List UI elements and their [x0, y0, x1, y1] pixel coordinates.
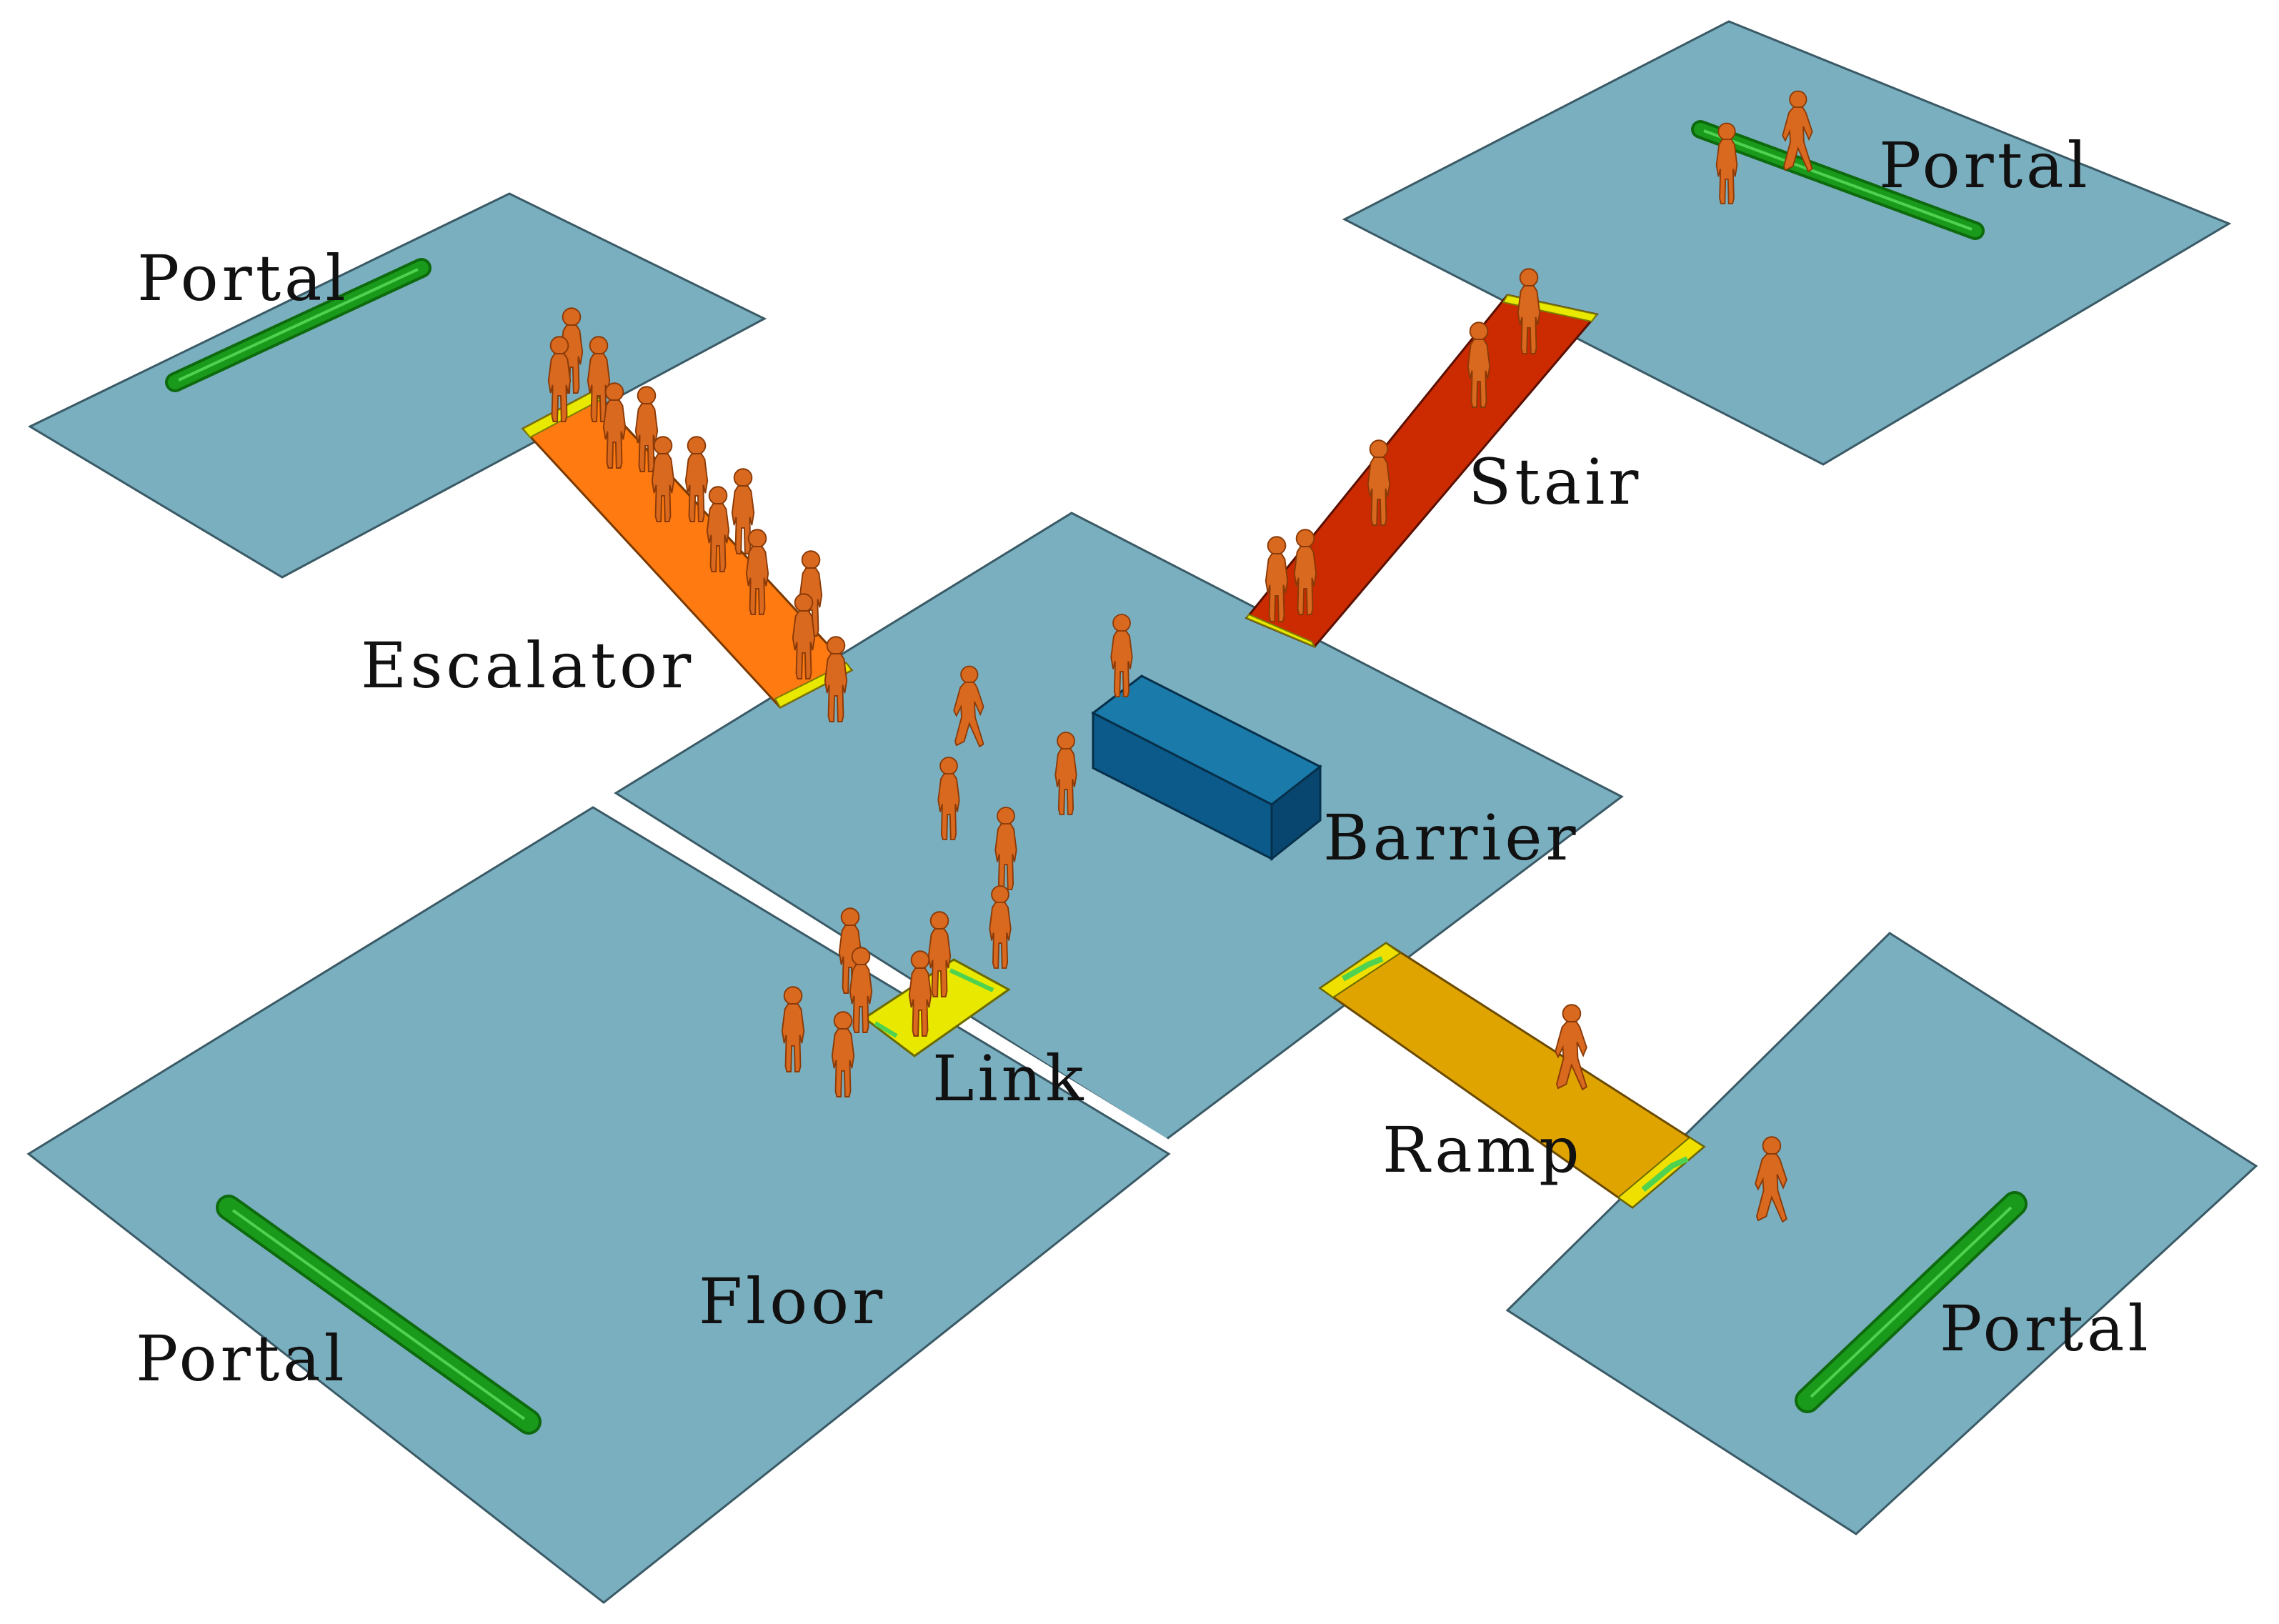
floor-top-right — [1342, 20, 2232, 466]
portal-top-left — [165, 258, 432, 392]
portals — [165, 120, 2028, 1435]
portal-top-right — [1691, 120, 1985, 240]
portal-bottom-left — [216, 1195, 542, 1435]
link — [862, 958, 1011, 1057]
label-link: Link — [932, 1042, 1087, 1115]
stair — [1245, 294, 1599, 649]
label-portal-top-right: Portal — [1879, 129, 2091, 202]
labels: Portal Portal Escalator Stair Barrier Li… — [136, 129, 2152, 1395]
label-floor: Floor — [699, 1265, 886, 1338]
label-ramp: Ramp — [1382, 1113, 1583, 1187]
label-portal-bottom-right: Portal — [1940, 1292, 2152, 1365]
label-barrier: Barrier — [1323, 801, 1580, 875]
label-portal-bottom-left: Portal — [136, 1322, 348, 1395]
label-escalator: Escalator — [361, 629, 694, 702]
portal-bottom-right — [1795, 1191, 2028, 1413]
ramp — [1318, 942, 1706, 1209]
floor-top-left — [27, 192, 767, 579]
label-portal-top-left: Portal — [137, 241, 349, 315]
floor-gap — [606, 797, 1170, 1149]
barrier — [1091, 674, 1322, 862]
floors — [26, 20, 2258, 1604]
label-stair: Stair — [1468, 445, 1642, 519]
floor-bottom-right — [1505, 932, 2258, 1535]
